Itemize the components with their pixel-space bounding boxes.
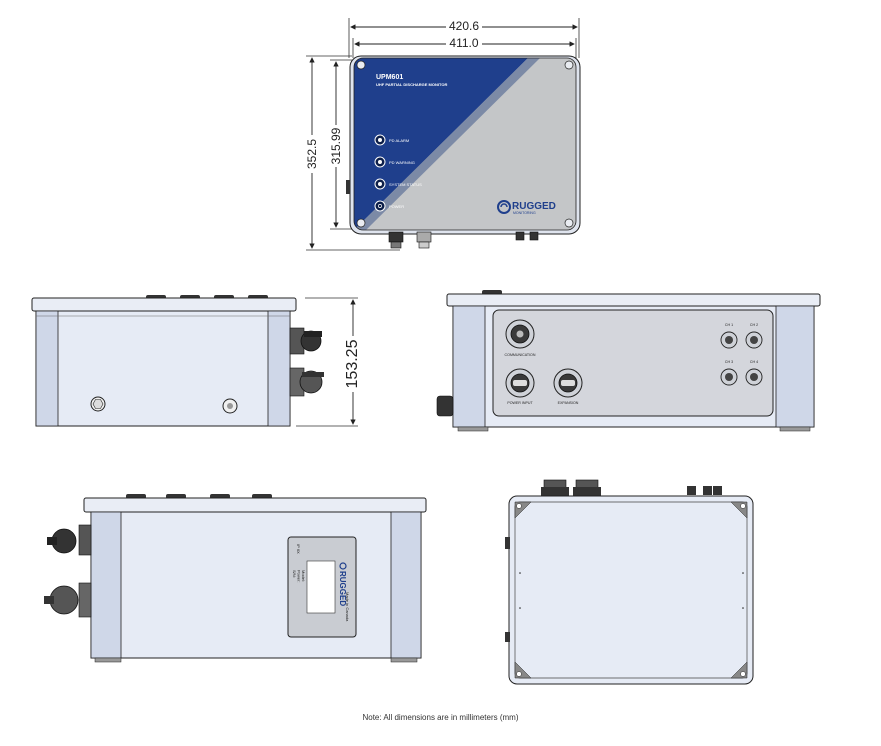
indicator-pd-alarm: PD ALARM <box>374 134 409 146</box>
channel-connector-ch3: CH 3 <box>720 360 738 386</box>
channel-connector-ch4: CH 4 <box>745 360 763 386</box>
svg-text:CH 3: CH 3 <box>725 360 733 364</box>
product-label-plate: IP 6X Model: Power: S/N: RUGGED Made in … <box>287 536 357 638</box>
svg-text:Model:: Model: <box>301 570 306 582</box>
side-connectors <box>289 327 324 397</box>
channel-connector-ch1: CH 1 <box>720 323 738 349</box>
svg-text:RUGGED: RUGGED <box>512 201 556 212</box>
rugged-logo: RUGGED MONITORING <box>497 200 556 215</box>
svg-text:PD ALARM: PD ALARM <box>389 138 409 143</box>
svg-text:POWER: POWER <box>389 204 404 209</box>
dim-overall-height: 352.5 <box>305 139 319 169</box>
label-made-in: Made in Canada <box>345 592 350 622</box>
power-input-connector: POWER INPUT <box>505 368 535 405</box>
svg-text:CH 4: CH 4 <box>750 360 758 364</box>
dim-body-height: 315.99 <box>329 127 343 164</box>
svg-text:SYSTEM STATUS: SYSTEM STATUS <box>389 182 422 187</box>
dim-body-width: 411.0 <box>449 36 478 50</box>
svg-text:S/N:: S/N: <box>292 570 297 578</box>
channel-connector-ch2: CH 2 <box>745 323 763 349</box>
svg-text:POWER INPUT: POWER INPUT <box>507 401 533 405</box>
front-view: 420.6 411.0 352.5 315.99 UPM601 UHF PART… <box>304 18 581 251</box>
svg-text:MONITORING: MONITORING <box>513 211 536 215</box>
indicator-power: POWER <box>374 200 404 212</box>
label-view-connectors <box>44 524 92 618</box>
side-view-left: 153.25 <box>31 295 361 427</box>
label-line-ipx: IP 6X <box>296 544 301 554</box>
communication-connector: COMMUNICATION <box>505 319 536 357</box>
svg-text:Power:: Power: <box>297 570 302 582</box>
dimensions-note: Note: All dimensions are in millimeters … <box>362 713 519 722</box>
indicator-system-status: SYSTEM STATUS <box>374 178 422 190</box>
label-brand: RUGGED <box>338 571 347 606</box>
rear-view <box>505 479 754 685</box>
svg-text:COMMUNICATION: COMMUNICATION <box>505 353 536 357</box>
svg-text:CH 2: CH 2 <box>750 323 758 327</box>
side-view-label: IP 6X Model: Power: S/N: RUGGED Made in … <box>44 494 427 663</box>
expansion-connector: EXPANSION <box>553 368 583 405</box>
dim-overall-width: 420.6 <box>449 19 479 33</box>
front-model-title: UPM601 <box>376 74 403 81</box>
svg-text:PD WARNING: PD WARNING <box>389 160 415 165</box>
front-subtitle: UHF PARTIAL DISCHARGE MONITOR <box>376 82 447 87</box>
svg-text:EXPANSION: EXPANSION <box>558 401 579 405</box>
svg-text:CH 1: CH 1 <box>725 323 733 327</box>
indicator-pd-warning: PD WARNING <box>374 156 415 168</box>
dim-depth: 153.25 <box>344 339 361 388</box>
connector-view: COMMUNICATION POWER INPUT EXPANSION CH 1… <box>436 290 821 432</box>
front-bottom-connectors <box>388 231 539 249</box>
rear-top-connectors <box>541 479 722 496</box>
